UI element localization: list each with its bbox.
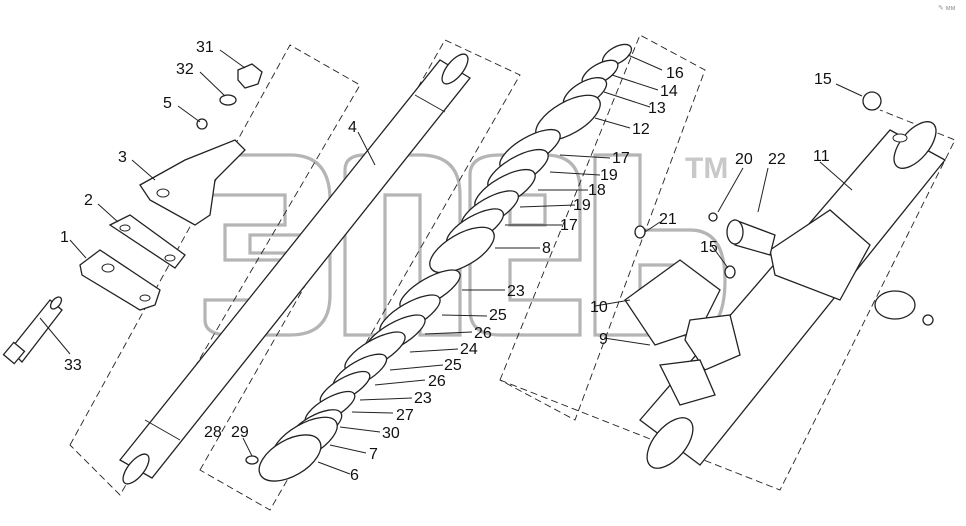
screw-29: [245, 455, 259, 465]
callout-7: 7: [369, 446, 378, 463]
washer-32: [219, 94, 237, 106]
piston-rod-4: [119, 53, 471, 485]
block-9: [684, 314, 741, 371]
callout-3: 3: [118, 149, 127, 166]
callout-33: 33: [64, 357, 82, 374]
cover-6: [258, 434, 322, 482]
callout-24: 24: [460, 341, 478, 358]
plug-15-side: [724, 265, 736, 279]
callout-1: 1: [60, 229, 69, 246]
callout-8: 8: [542, 240, 551, 257]
callout-21: 21: [659, 211, 677, 228]
corner-mark: ✎ ᴍᴍ: [938, 5, 956, 12]
callout-23-top: 23: [507, 283, 525, 300]
callout-16: 16: [666, 65, 684, 82]
leader-lines: [39, 49, 863, 475]
callout-17-mid: 17: [560, 217, 578, 234]
callout-14: 14: [660, 83, 678, 100]
callout-15-side: 15: [700, 239, 718, 256]
left-mount-group: [2, 63, 263, 365]
bracket-3: [139, 139, 246, 226]
nut-31: [237, 63, 263, 89]
cap-15-top: [862, 91, 882, 111]
port-fitting: [874, 290, 916, 320]
callout-23-bottom: 23: [414, 390, 432, 407]
callout-29: 29: [231, 424, 249, 441]
callout-19-top: 19: [600, 167, 618, 184]
callout-10: 10: [590, 299, 608, 316]
callout-25-top: 25: [489, 307, 507, 324]
callout-32: 32: [176, 61, 194, 78]
seal-8: [429, 226, 495, 274]
callout-15-top: 15: [814, 71, 832, 88]
callout-labels: 31 32 5 3 2 1 33 4 16 14 13 12 17 19 18 …: [60, 39, 832, 484]
callout-25-bottom: 25: [444, 357, 462, 374]
callout-11: 11: [813, 148, 830, 165]
callout-27: 27: [396, 407, 414, 424]
callout-12: 12: [632, 121, 650, 138]
callout-2: 2: [84, 192, 93, 209]
flange-1: [79, 249, 161, 311]
callout-26-bottom: 26: [428, 373, 446, 390]
callout-20: 20: [735, 151, 753, 168]
plug-20: [708, 212, 718, 222]
callout-28: 28: [204, 424, 222, 441]
seal-ring-stack: [245, 43, 633, 482]
callout-5: 5: [163, 95, 172, 112]
callout-4: 4: [348, 119, 357, 136]
callout-30: 30: [382, 425, 400, 442]
callout-13: 13: [648, 100, 666, 117]
callout-9: 9: [599, 331, 608, 348]
callout-17-top: 17: [612, 150, 630, 167]
callout-18: 18: [588, 182, 606, 199]
callout-19-mid: 19: [573, 197, 591, 214]
callout-26-top: 26: [474, 325, 492, 342]
plug-21: [634, 225, 646, 239]
watermark-trademark: TM: [685, 152, 728, 185]
callout-22: 22: [768, 151, 786, 168]
cylinder-body-11: [624, 91, 946, 469]
callout-6: 6: [350, 467, 359, 484]
callout-31: 31: [196, 39, 214, 56]
